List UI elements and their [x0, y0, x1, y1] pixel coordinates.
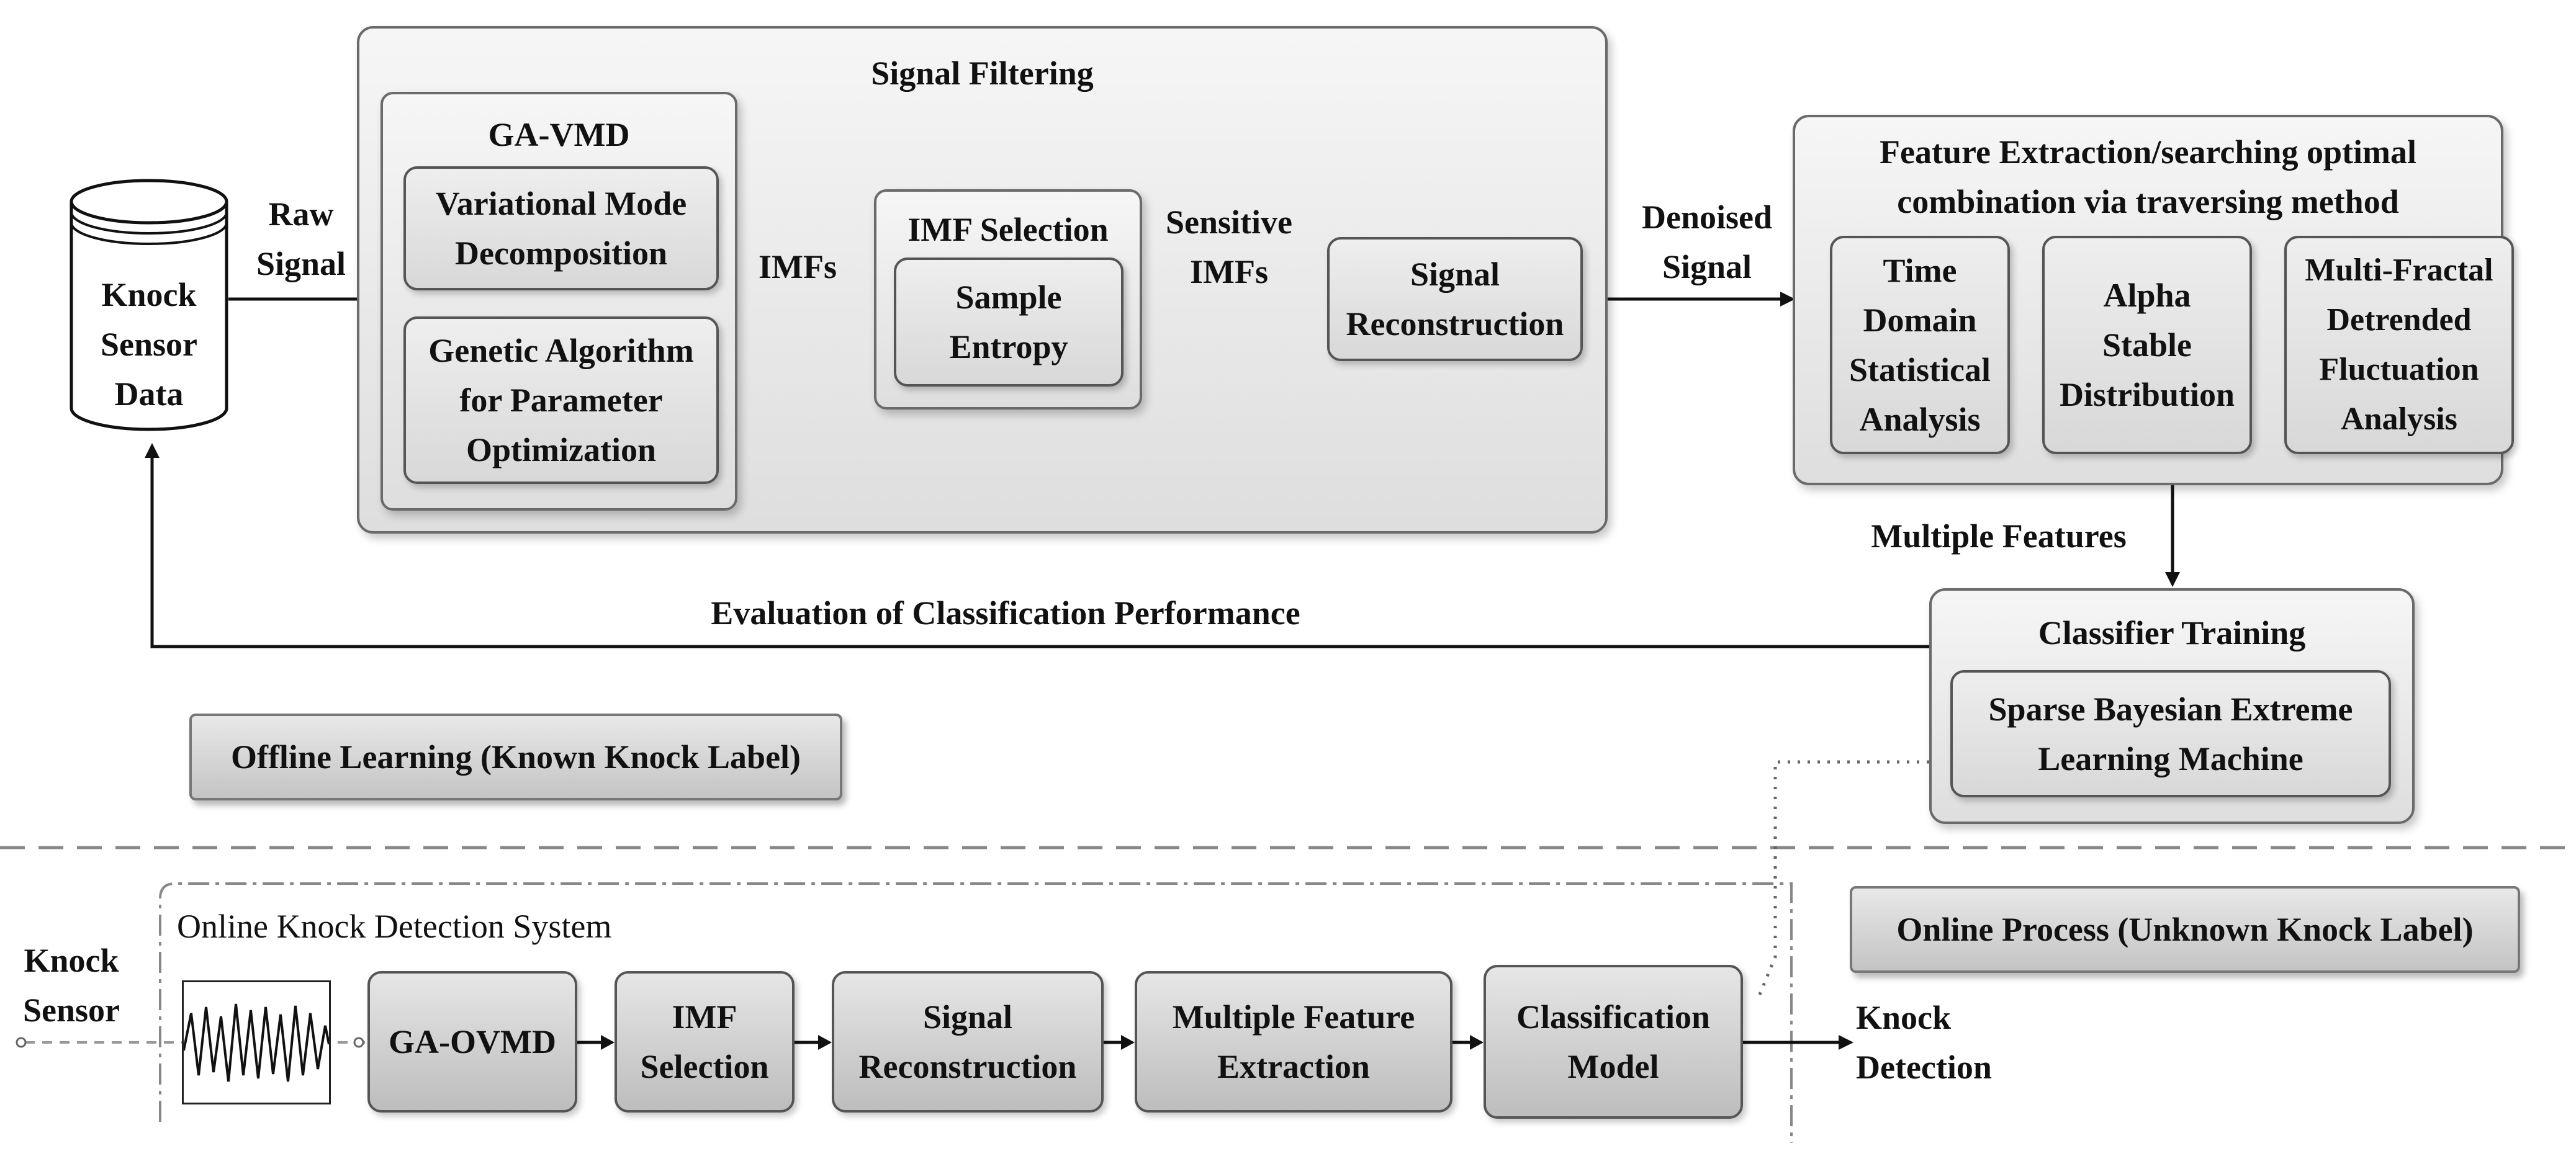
- time-domain-box: Time Domain Statistical Analysis: [1830, 236, 2010, 454]
- online-process-tag: Online Process (Unknown Knock Label): [1850, 886, 2520, 973]
- multiple-feature-extraction-box: Multiple Feature Extraction: [1135, 971, 1452, 1113]
- classification-model-box: Classification Model: [1484, 965, 1743, 1119]
- feature-extraction-title: Feature Extraction/searching optimal com…: [1880, 133, 2416, 220]
- mfdfa-box: Multi-Fractal Detrended Fluctuation Anal…: [2284, 236, 2514, 454]
- alpha-stable-box: Alpha Stable Distribution: [2042, 236, 2252, 454]
- online-imf-selection-box: IMF Selection: [615, 971, 795, 1113]
- sensitive-imfs-label: Sensitive IMFs: [1165, 204, 1292, 290]
- ga-ovmd-box: GA-OVMD: [367, 971, 577, 1113]
- online-signal-reconstruction-box: Signal Reconstruction: [832, 971, 1104, 1113]
- offline-learning-tag: Offline Learning (Known Knock Label): [189, 714, 842, 800]
- classifier-training-title: Classifier Training: [2038, 614, 2306, 652]
- vmd-box: Variational Mode Decomposition: [403, 166, 719, 290]
- signal-filtering-title: Signal Filtering: [871, 55, 1094, 92]
- online-system-boundary: [159, 882, 1793, 1143]
- evaluation-feedback-line: [150, 458, 1929, 648]
- sensor-terminal-icon: [16, 1037, 27, 1048]
- sample-entropy-box: Sample Entropy: [894, 258, 1124, 387]
- multiple-features-label: Multiple Features: [1871, 517, 2127, 555]
- imf-selection-title: IMF Selection: [907, 211, 1109, 248]
- online-system-title: Online Knock Detection System: [177, 908, 612, 945]
- database-cylinder-icon: [70, 179, 228, 431]
- signal-reconstruction-box: Signal Reconstruction: [1327, 237, 1583, 361]
- knock-sensor-data-label: Knock Sensor Data: [100, 276, 197, 413]
- ga-vmd-title: GA-VMD: [488, 116, 630, 153]
- denoised-signal-label: Denoised Signal: [1641, 199, 1772, 285]
- imfs-label: IMFs: [759, 248, 837, 285]
- knock-detection-label: Knock Detection: [1856, 999, 1992, 1086]
- knock-signal-waveform-icon: [182, 980, 331, 1104]
- genetic-algorithm-box: Genetic Algorithm for Parameter Optimiza…: [403, 316, 719, 484]
- knock-sensor-label: Knock Sensor: [22, 942, 120, 1029]
- sbelm-box: Sparse Bayesian Extreme Learning Machine: [1950, 670, 2391, 797]
- raw-signal-label: Raw Signal: [256, 195, 346, 282]
- evaluation-label: Evaluation of Classification Performance: [711, 594, 1300, 632]
